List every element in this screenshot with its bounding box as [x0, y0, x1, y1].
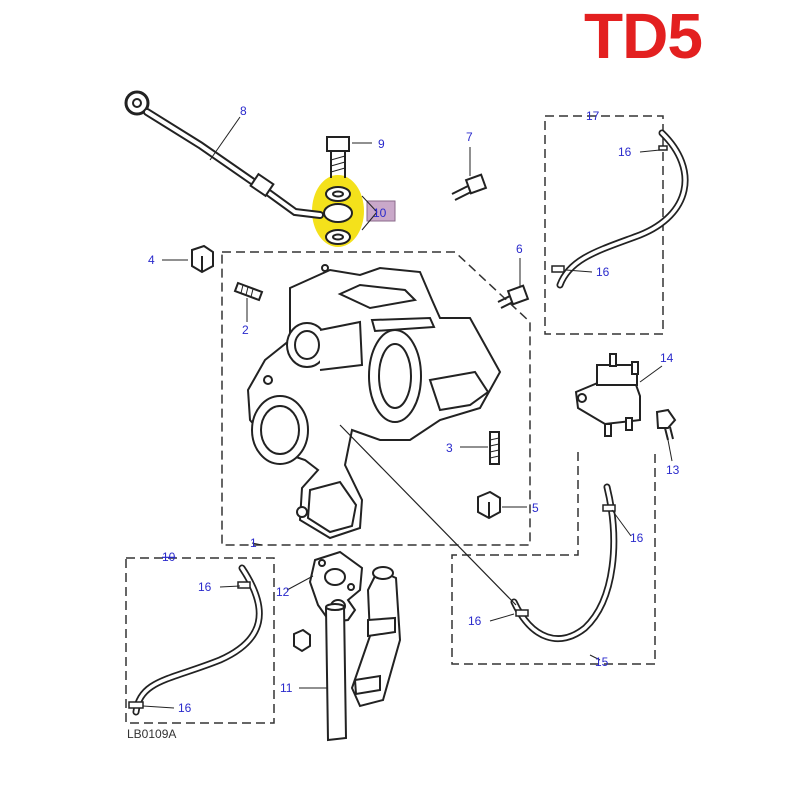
callout-12: 12	[276, 585, 290, 599]
nut-small	[293, 628, 311, 653]
callout-16-hose10-bottom: 16	[178, 701, 192, 715]
nut-4	[191, 244, 214, 274]
callout-labels: 1 2 3 4 5 6 7 8 9 10 10 11 12 13 14 15 1…	[148, 104, 680, 715]
callout-16-hose15-right: 16	[630, 531, 644, 545]
diagram-title: TD5	[584, 0, 703, 72]
bolt-7	[451, 173, 488, 201]
callout-11: 11	[280, 681, 293, 695]
callout-8: 8	[240, 104, 247, 118]
bolt-13	[655, 408, 677, 441]
group-10-outline	[125, 557, 275, 724]
oil-drain-pipe	[324, 566, 402, 742]
callout-17: 17	[586, 109, 600, 123]
callout-15: 15	[595, 655, 609, 669]
callout-16-hose17-top: 16	[618, 145, 632, 159]
callout-6: 6	[516, 242, 523, 256]
group-15-outline	[451, 452, 656, 665]
hose-15	[510, 483, 618, 643]
callout-7: 7	[466, 130, 473, 144]
solenoid-valve	[574, 353, 641, 437]
callout-3: 3	[446, 441, 453, 455]
callout-2: 2	[242, 323, 249, 337]
callout-16-hose15-left: 16	[468, 614, 482, 628]
diagram-reference: LB0109A	[127, 727, 177, 741]
bolt-6	[497, 284, 530, 309]
gasket-12	[308, 550, 364, 624]
connector-line	[339, 424, 517, 606]
hose-10	[128, 564, 263, 716]
callout-9: 9	[378, 137, 385, 151]
callout-16-hose10-top: 16	[198, 580, 212, 594]
group-turbo-outline	[221, 251, 531, 546]
banjo-bolt	[323, 136, 353, 245]
callout-16-hose17-bottom: 16	[596, 265, 610, 279]
nut-5	[477, 490, 501, 520]
callout-4: 4	[148, 253, 155, 267]
group-17-outline	[544, 115, 664, 335]
hose-17	[551, 129, 689, 289]
callout-14: 14	[660, 351, 674, 365]
stud-3	[489, 431, 500, 465]
callout-1: 1	[250, 536, 257, 550]
callout-leaders	[142, 116, 673, 709]
turbocharger	[246, 264, 502, 540]
callout-13: 13	[666, 463, 680, 477]
oil-feed-pipe	[124, 90, 324, 219]
callout-10-upper: 10	[373, 206, 387, 220]
callout-10-lower: 10	[162, 550, 176, 564]
stud-2	[233, 281, 264, 302]
callout-5: 5	[532, 501, 539, 515]
